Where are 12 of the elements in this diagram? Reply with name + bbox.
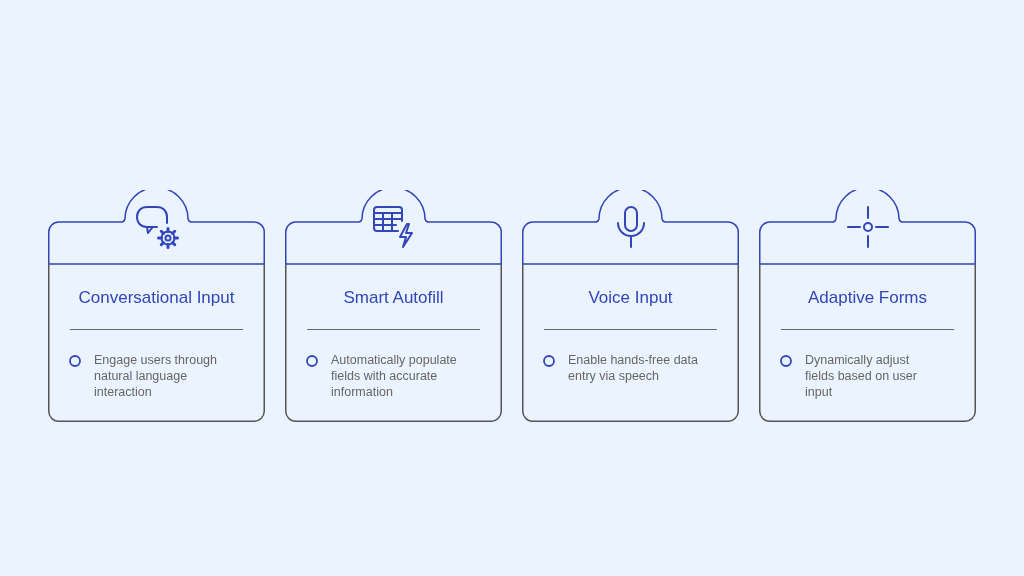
feature-card xyxy=(48,190,265,422)
card-description: Engage users through natural language interaction xyxy=(94,352,218,400)
feature-card xyxy=(759,190,976,422)
feature-card xyxy=(285,190,502,422)
card-heading: Adaptive Forms xyxy=(806,288,928,308)
card-heading: Smart Autofill xyxy=(342,288,445,308)
card-description: Dynamically adjust fields based on user input xyxy=(805,352,918,400)
card-description: Automatically populate fields with accurate information xyxy=(331,352,458,400)
card-heading: Voice Input xyxy=(587,288,674,308)
card-heading: Conversational Input xyxy=(77,288,236,308)
feature-card xyxy=(522,190,739,422)
card-description: Enable hands-free data entry via speech xyxy=(568,352,699,384)
